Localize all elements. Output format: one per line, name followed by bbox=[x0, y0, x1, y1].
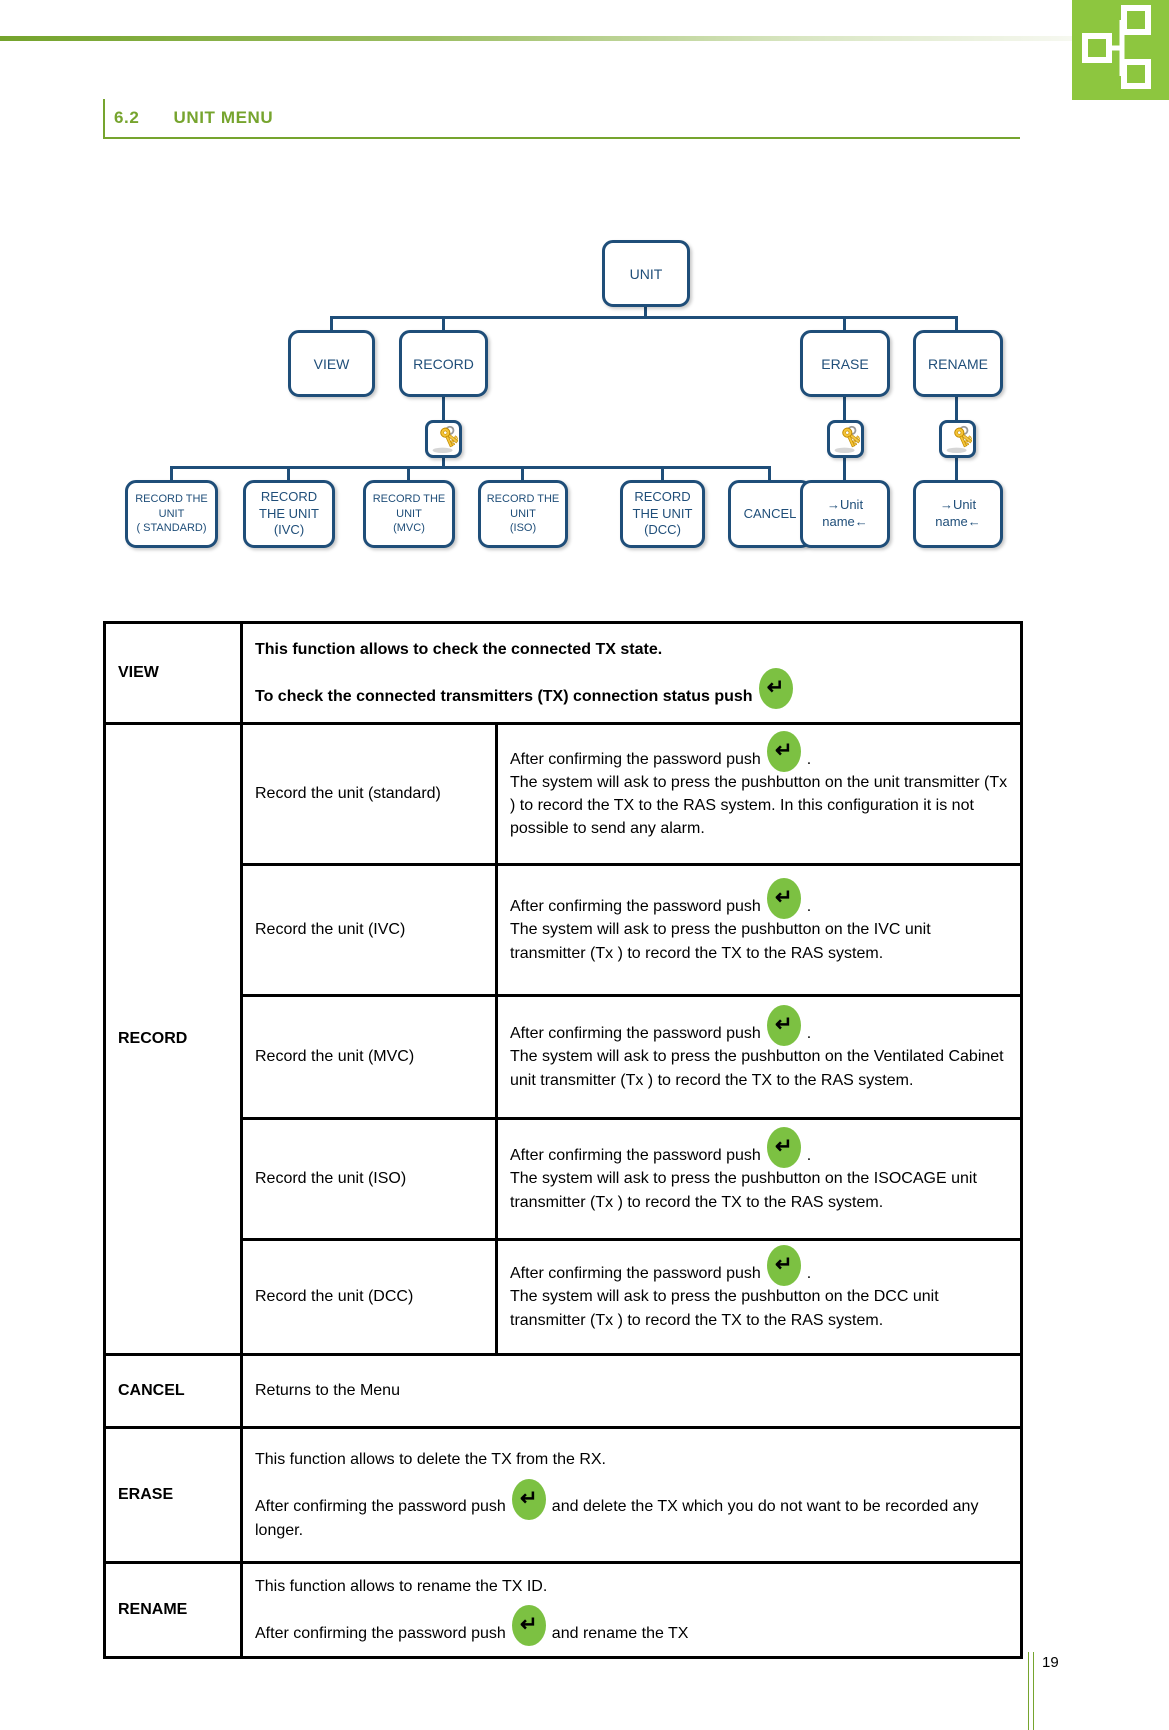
footer-divider-bars bbox=[1028, 1652, 1034, 1730]
table-row-cancel: CANCEL Returns to the Menu bbox=[103, 1353, 1023, 1429]
record-standard-description-cell: After confirming the password push↵. The… bbox=[495, 722, 1023, 866]
record-mvc-label: Record the unit (MVC) bbox=[240, 994, 498, 1120]
connector-line bbox=[843, 397, 846, 420]
view-description-cell: This function allows to check the connec… bbox=[240, 621, 1023, 725]
connector-line bbox=[170, 469, 173, 480]
table-row-record-mvc: Record the unit (MVC) After confirming t… bbox=[105, 994, 1023, 1120]
flowchart-node-record-ivc: RECORD THE UNIT (IVC) bbox=[243, 480, 335, 548]
flowchart-node-rename-unit-name: →Unit name← bbox=[913, 480, 1003, 548]
table-row-record-dcc: Record the unit (DCC) After confirming t… bbox=[105, 1238, 1023, 1356]
view-line1: This function allows to check the connec… bbox=[255, 640, 663, 658]
table-row-record-standard: RECORD Record the unit (standard) After … bbox=[103, 722, 1023, 1356]
section-number: 6.2 bbox=[114, 108, 140, 127]
connector-line bbox=[955, 319, 958, 330]
record-mvc-description-cell: After confirming the password push↵. The… bbox=[495, 994, 1023, 1120]
network-tree-logo bbox=[1072, 0, 1169, 100]
enter-key-icon: ↵ bbox=[511, 1478, 546, 1520]
connector-line bbox=[661, 469, 664, 480]
row-label-view: VIEW bbox=[103, 621, 243, 725]
record-iso-description-cell: After confirming the password push↵. The… bbox=[495, 1117, 1023, 1241]
enter-key-icon: ↵ bbox=[766, 878, 801, 920]
connector-line bbox=[521, 469, 524, 480]
flowchart-node-record-dcc: RECORD THE UNIT (DCC) bbox=[620, 480, 705, 548]
connector-line bbox=[644, 307, 647, 317]
section-heading: 6.2 UNIT MENU bbox=[103, 99, 1020, 139]
enter-key-icon: ↵ bbox=[766, 1127, 801, 1169]
flowchart-node-unit: UNIT bbox=[602, 240, 690, 307]
enter-key-icon: ↵ bbox=[766, 730, 801, 772]
table-row-record-iso: Record the unit (ISO) After confirming t… bbox=[105, 1117, 1023, 1241]
password-keys-icon bbox=[939, 420, 976, 458]
row-label-erase: ERASE bbox=[103, 1426, 243, 1564]
row-label-record: RECORD bbox=[103, 722, 243, 1356]
connector-line bbox=[442, 319, 445, 330]
password-keys-icon bbox=[425, 420, 462, 458]
unit-menu-table: VIEW This function allows to check the c… bbox=[103, 621, 1023, 1659]
connector-line bbox=[843, 319, 846, 330]
flowchart-node-record-standard: RECORD THE UNIT ( STANDARD) bbox=[125, 480, 218, 548]
view-line2: To check the connected transmitters (TX)… bbox=[255, 668, 1008, 710]
connector-line bbox=[287, 469, 290, 480]
table-row-view: VIEW This function allows to check the c… bbox=[103, 621, 1023, 725]
connector-line bbox=[843, 458, 846, 480]
rename-description-cell: This function allows to rename the TX ID… bbox=[240, 1561, 1023, 1659]
connector-line bbox=[330, 316, 958, 319]
record-dcc-description-cell: After confirming the password push↵. The… bbox=[495, 1238, 1023, 1356]
table-row-erase: ERASE This function allows to delete the… bbox=[103, 1426, 1023, 1564]
flowchart-node-cancel: CANCEL bbox=[728, 480, 812, 548]
record-standard-label: Record the unit (standard) bbox=[240, 722, 498, 866]
enter-key-icon: ↵ bbox=[511, 1605, 546, 1647]
connector-line bbox=[407, 469, 410, 480]
password-keys-icon bbox=[827, 420, 864, 458]
record-ivc-label: Record the unit (IVC) bbox=[240, 863, 498, 997]
section-title: UNIT MENU bbox=[173, 108, 274, 127]
connector-line bbox=[768, 469, 771, 480]
network-tree-logo-icon bbox=[1072, 0, 1169, 100]
enter-key-icon: ↵ bbox=[766, 1245, 801, 1287]
connector-line bbox=[330, 319, 333, 330]
row-label-rename: RENAME bbox=[103, 1561, 243, 1659]
flowchart-node-erase: ERASE bbox=[800, 330, 890, 397]
table-row-rename: RENAME This function allows to rename th… bbox=[103, 1561, 1023, 1659]
flowchart-node-record-iso: RECORD THE UNIT (ISO) bbox=[478, 480, 568, 548]
flowchart-node-erase-unit-name: →Unit name← bbox=[800, 480, 890, 548]
record-dcc-label: Record the unit (DCC) bbox=[240, 1238, 498, 1356]
flowchart-node-record-mvc: RECORD THE UNIT (MVC) bbox=[363, 480, 455, 548]
enter-key-icon: ↵ bbox=[758, 668, 793, 710]
flowchart-node-rename: RENAME bbox=[913, 330, 1003, 397]
unit-menu-flowchart: UNIT VIEW RECORD ERASE RENAME bbox=[0, 0, 1169, 570]
connector-line bbox=[955, 458, 958, 480]
cancel-description-cell: Returns to the Menu bbox=[240, 1353, 1023, 1429]
erase-description-cell: This function allows to delete the TX fr… bbox=[240, 1426, 1023, 1564]
connector-line bbox=[442, 458, 445, 468]
connector-line bbox=[955, 397, 958, 420]
header-divider-line bbox=[0, 36, 1072, 41]
row-label-cancel: CANCEL bbox=[103, 1353, 243, 1429]
flowchart-node-record: RECORD bbox=[399, 330, 488, 397]
table-row-record-ivc: Record the unit (IVC) After confirming t… bbox=[105, 863, 1023, 997]
record-iso-label: Record the unit (ISO) bbox=[240, 1117, 498, 1241]
flowchart-node-view: VIEW bbox=[288, 330, 375, 397]
record-ivc-description-cell: After confirming the password push↵. The… bbox=[495, 863, 1023, 997]
connector-line bbox=[170, 466, 771, 469]
enter-key-icon: ↵ bbox=[766, 1005, 801, 1047]
connector-line bbox=[442, 397, 445, 420]
page-number: 19 bbox=[1042, 1654, 1059, 1671]
